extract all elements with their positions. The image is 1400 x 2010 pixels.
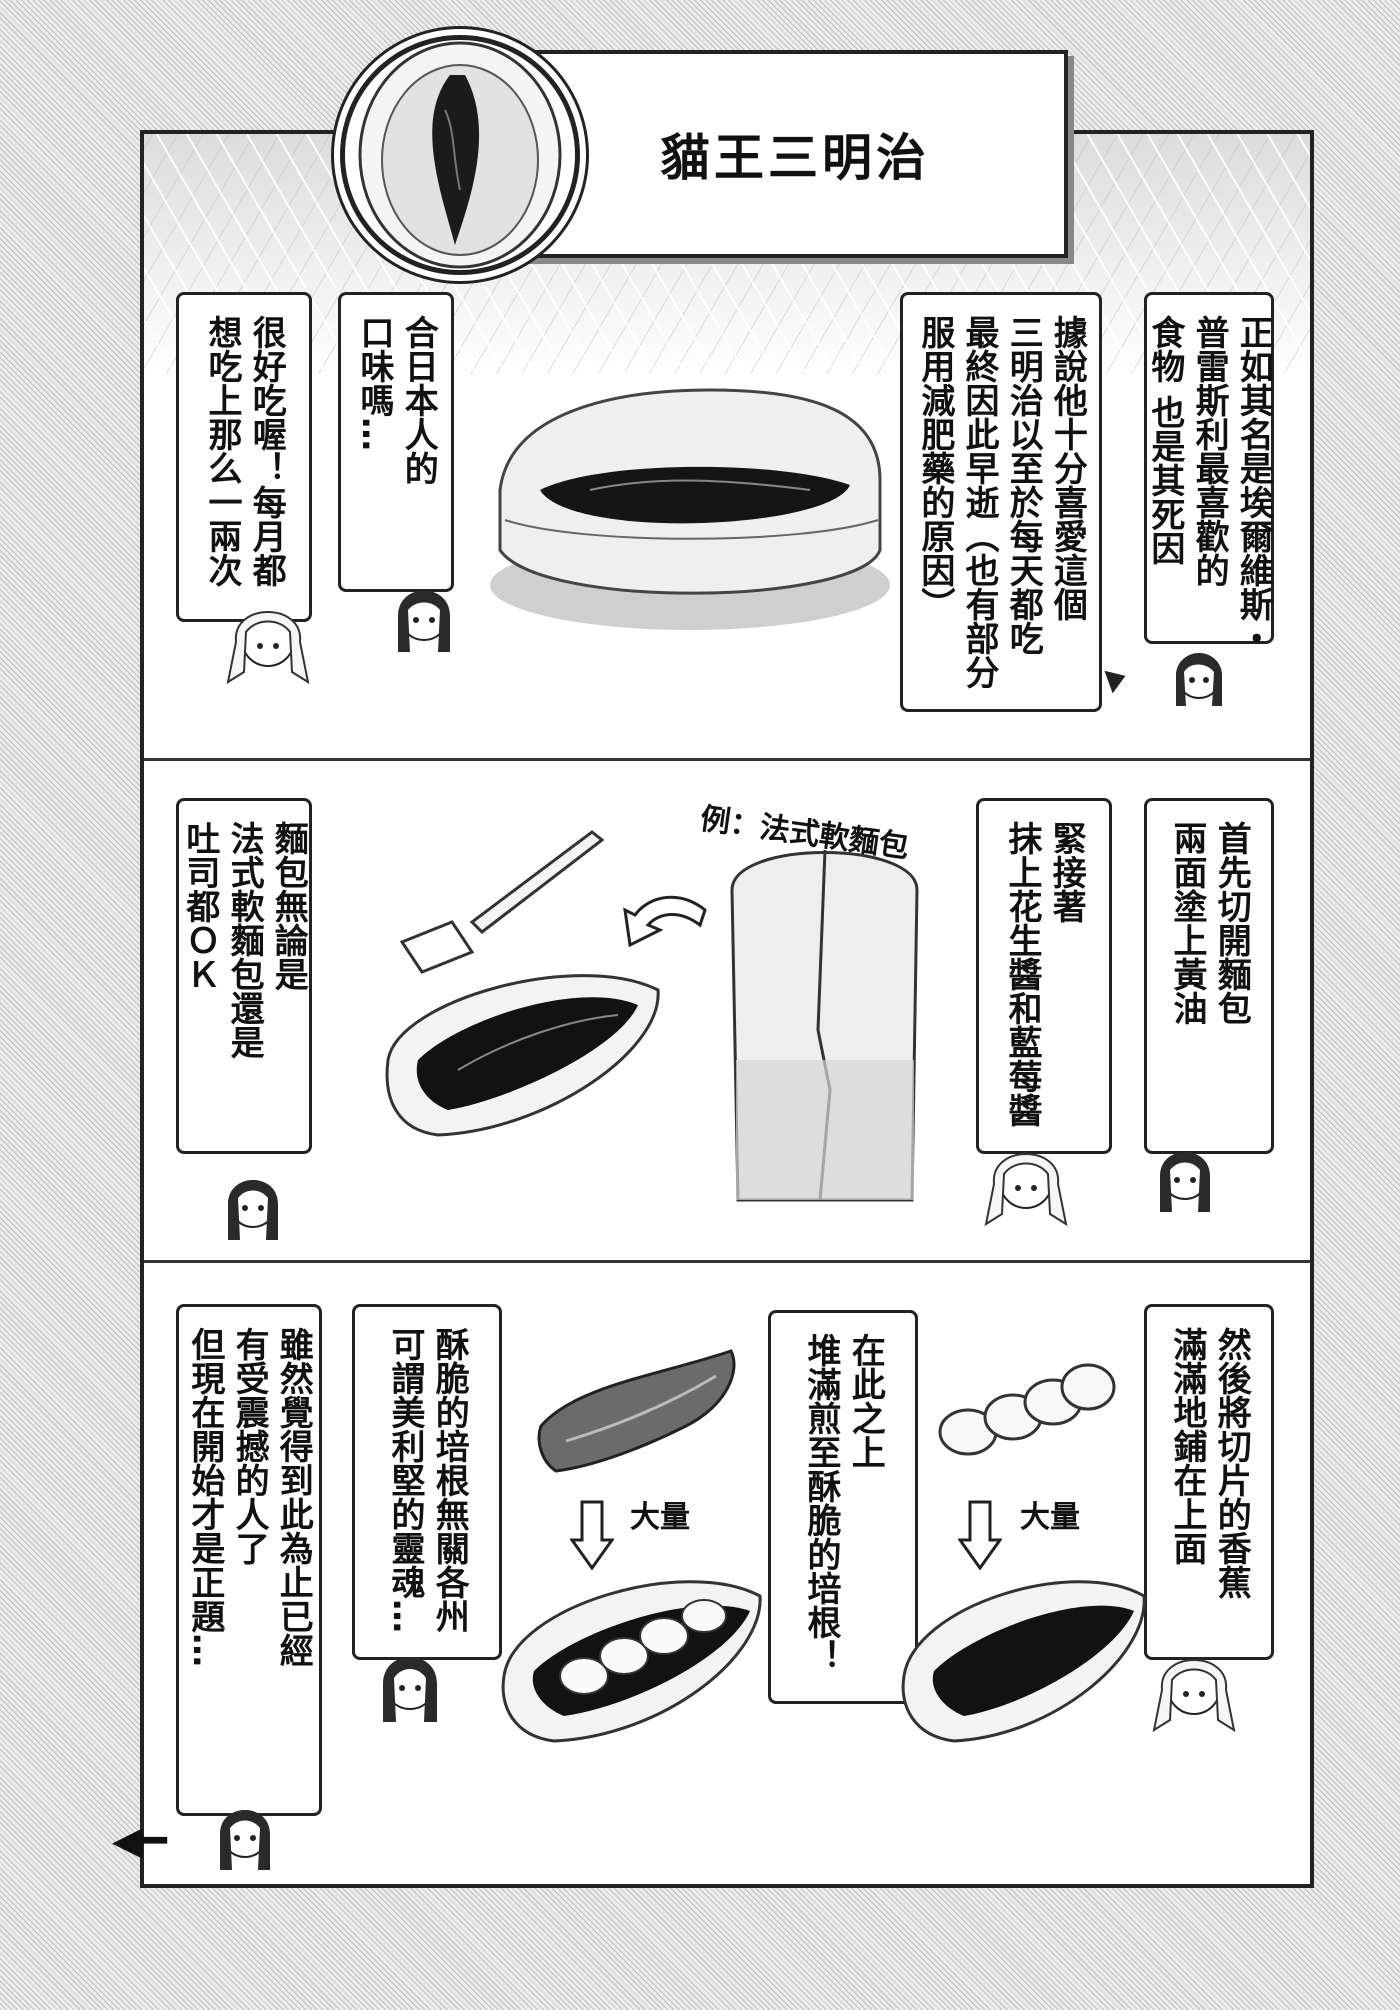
page-title: 貓王三明治 (660, 128, 930, 187)
character-dark-hair-face-icon (398, 590, 450, 652)
bacon-amount-label: 大量 (630, 1500, 690, 1535)
arrow-down-icon (570, 1500, 614, 1570)
arrow-down-icon (958, 1500, 1002, 1570)
speech-bubble-note: 麵包無論是 法式軟麵包還是 吐司都ＯＫ (176, 798, 312, 1154)
elvis-sandwich-illustration (490, 388, 890, 630)
bread-with-jam-illustration (385, 974, 660, 1137)
speech-bubble-answer: 很好吃喔！每月都 想吃上那么一兩次 (176, 292, 312, 622)
bubble-text: 麵包無論是 法式軟麵包還是 吐司都ＯＫ (179, 821, 309, 1059)
character-dark-hair-face-icon (383, 1657, 437, 1722)
character-blonde-face-icon (984, 1153, 1068, 1227)
bubble-text: 雖然覺得到此為止已經 有受震撼的人了 但現在開始才是正題… (184, 1327, 314, 1667)
bubble-text: 首先切開麵包 兩面塗上黃油 (1167, 821, 1252, 1025)
speech-bubble-step1: 首先切開麵包 兩面塗上黃油 (1144, 798, 1274, 1154)
speech-bubble-main: 雖然覺得到此為止已經 有受震撼的人了 但現在開始才是正題… (176, 1304, 322, 1816)
speech-bubble-question: 合日本人的 口味嗎… (338, 292, 454, 592)
arrow-left-icon (623, 895, 707, 948)
banana-slices-illustration (938, 1363, 1116, 1456)
bubble-text: 很好吃喔！每月都 想吃上那么一兩次 (202, 315, 287, 587)
sandwich-badge-icon (340, 35, 580, 275)
title-box: 貓王三明治 (522, 50, 1068, 258)
bubble-text: 酥脆的培根無關各州 可謂美利堅的靈魂… (385, 1327, 470, 1633)
character-dark-hair-face-icon (220, 1810, 270, 1870)
character-dark-hair-face-icon (1160, 1152, 1210, 1212)
character-dark-hair-face-icon (228, 1180, 278, 1240)
bubble-text: 緊接著 抹上花生醬和藍莓醬 (1002, 821, 1087, 1127)
bubble-text: 合日本人的 口味嗎… (354, 315, 439, 485)
speech-bubble-step2: 緊接著 抹上花生醬和藍莓醬 (976, 798, 1112, 1154)
speech-bubble-story: 據說他十分喜愛這個 三明治以至於每天都吃 最終因此早逝（也有部分 服用減肥藥的原… (900, 292, 1102, 712)
banana-amount-label: 大量 (1020, 1500, 1080, 1535)
speech-bubble-banana: 然後將切片的香蕉 滿滿地鋪在上面 (1144, 1304, 1274, 1660)
bubble-text: 然後將切片的香蕉 滿滿地鋪在上面 (1167, 1327, 1252, 1599)
speech-bubble-america: 酥脆的培根無關各州 可謂美利堅的靈魂… (352, 1304, 502, 1660)
bread-with-banana-bacon-illustration (501, 1580, 762, 1743)
speech-bubble-bacon: 在此之上 堆滿煎至酥脆的培根！ (768, 1310, 918, 1704)
bubble-text: 正如其名是埃爾維斯・ 普雷斯利最喜歡的 食物 也是其死因 (1144, 315, 1274, 655)
panel-divider-1 (144, 758, 1310, 761)
butter-knife-illustration (399, 830, 605, 974)
bacon-illustration (537, 1349, 736, 1473)
character-blonde-face-icon (1152, 1659, 1236, 1733)
character-dark-hair-face-icon (1176, 653, 1222, 706)
next-page-arrow-icon[interactable]: ◀━ (112, 1818, 167, 1864)
speech-bubble-elvis: 正如其名是埃爾維斯・ 普雷斯利最喜歡的 食物 也是其死因 (1144, 292, 1274, 655)
bubble-text: 據說他十分喜愛這個 三明治以至於每天都吃 最終因此早逝（也有部分 服用減肥藥的原… (914, 315, 1088, 689)
bread-with-banana-illustration (901, 1580, 1146, 1743)
character-blonde-face-icon (226, 611, 310, 685)
panel-divider-2 (144, 1260, 1310, 1263)
bubble-text: 在此之上 堆滿煎至酥脆的培根！ (801, 1333, 886, 1673)
french-bread-illustration (730, 849, 919, 1202)
